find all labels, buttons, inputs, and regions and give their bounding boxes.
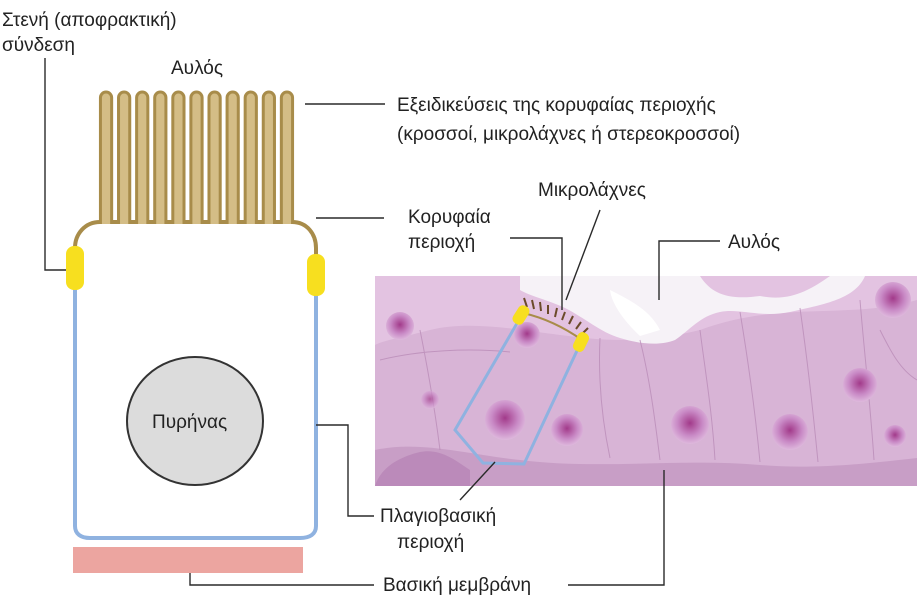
- histology-micrograph: [375, 276, 917, 486]
- schematic-cell: [66, 92, 325, 573]
- label-microvilli: Μικρολάχνες: [538, 180, 646, 201]
- label-basolateral-1: Πλαγιοβασική: [380, 506, 496, 527]
- label-apical-region-1: Κορυφαία: [408, 207, 491, 228]
- label-lumen-micrograph: Αυλός: [728, 232, 780, 253]
- basement-membrane: [73, 547, 303, 573]
- label-basolateral-2: περιοχή: [397, 532, 464, 553]
- tight-junction-right: [307, 254, 325, 296]
- microvilli: [100, 92, 292, 224]
- label-apical-spec-2: (κροσσοί, μικρολάχνες ή στερεοκροσσοί): [397, 124, 740, 145]
- label-apical-spec-1: Εξειδικεύσεις της κορυφαίας περιοχής: [397, 95, 716, 116]
- microvilli-schematic: [100, 92, 292, 224]
- label-apical-region-2: περιοχή: [408, 232, 475, 253]
- label-nucleus: Πυρήνας: [152, 412, 227, 433]
- label-lumen-top: Αυλός: [171, 58, 223, 79]
- label-basement-membrane: Βασική μεμβράνη: [383, 575, 531, 596]
- label-tight-junction-2: σύνδεση: [2, 35, 75, 56]
- label-tight-junction-1: Στενή (αποφρακτική): [2, 10, 177, 31]
- tight-junction-left: [66, 246, 84, 290]
